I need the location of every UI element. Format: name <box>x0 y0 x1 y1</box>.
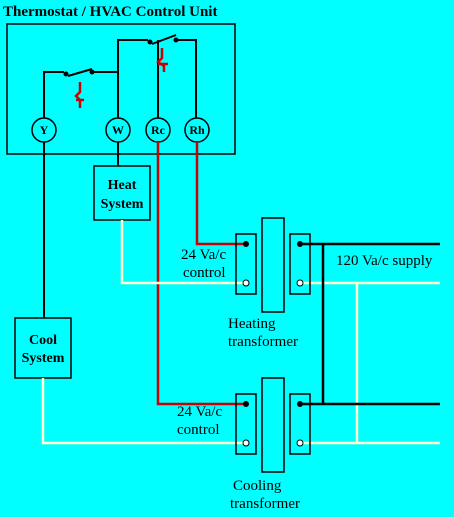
svg-text:System: System <box>22 351 65 366</box>
heating-control-label-2: control <box>183 265 226 281</box>
supply-wires <box>302 242 440 406</box>
svg-text:Y: Y <box>40 123 49 137</box>
cooling-transformer-label-1: Cooling <box>233 478 282 494</box>
svg-text:Rc: Rc <box>151 123 166 137</box>
heating-transformer-label-1: Heating <box>228 316 276 332</box>
supply-label: 120 Va/c supply <box>336 253 433 269</box>
svg-text:Cool: Cool <box>29 333 57 348</box>
neutral-wires <box>41 220 440 445</box>
switch-actuators <box>74 48 168 108</box>
diagram-title: Thermostat / HVAC Control Unit <box>3 4 217 20</box>
svg-text:Heat: Heat <box>108 178 137 193</box>
thermostat-internal-wiring <box>43 34 197 118</box>
svg-text:Rh: Rh <box>189 123 205 137</box>
wire-rc-to-cooling-transformer <box>156 142 244 406</box>
cool-system-box: Cool System <box>14 317 72 379</box>
svg-text:System: System <box>101 197 144 212</box>
cooling-transformer <box>235 377 311 473</box>
cooling-control-label-1: 24 Va/c <box>177 404 222 420</box>
terminal-rc: Rc <box>145 117 171 143</box>
heat-system-box: Heat System <box>93 165 151 221</box>
thermostat-box <box>6 23 236 155</box>
terminal-rh: Rh <box>184 117 210 143</box>
terminal-w: W <box>105 117 131 143</box>
switch-contacts <box>63 37 179 77</box>
cooling-control-label-2: control <box>177 422 220 438</box>
cooling-transformer-label-2: transformer <box>230 496 300 512</box>
heating-transformer <box>235 217 311 313</box>
heating-transformer-label-2: transformer <box>228 334 298 350</box>
terminal-y: Y <box>31 117 57 143</box>
svg-text:W: W <box>112 123 124 137</box>
wire-rh-to-heating-transformer <box>195 142 244 246</box>
heating-control-label-1: 24 Va/c <box>181 247 226 263</box>
